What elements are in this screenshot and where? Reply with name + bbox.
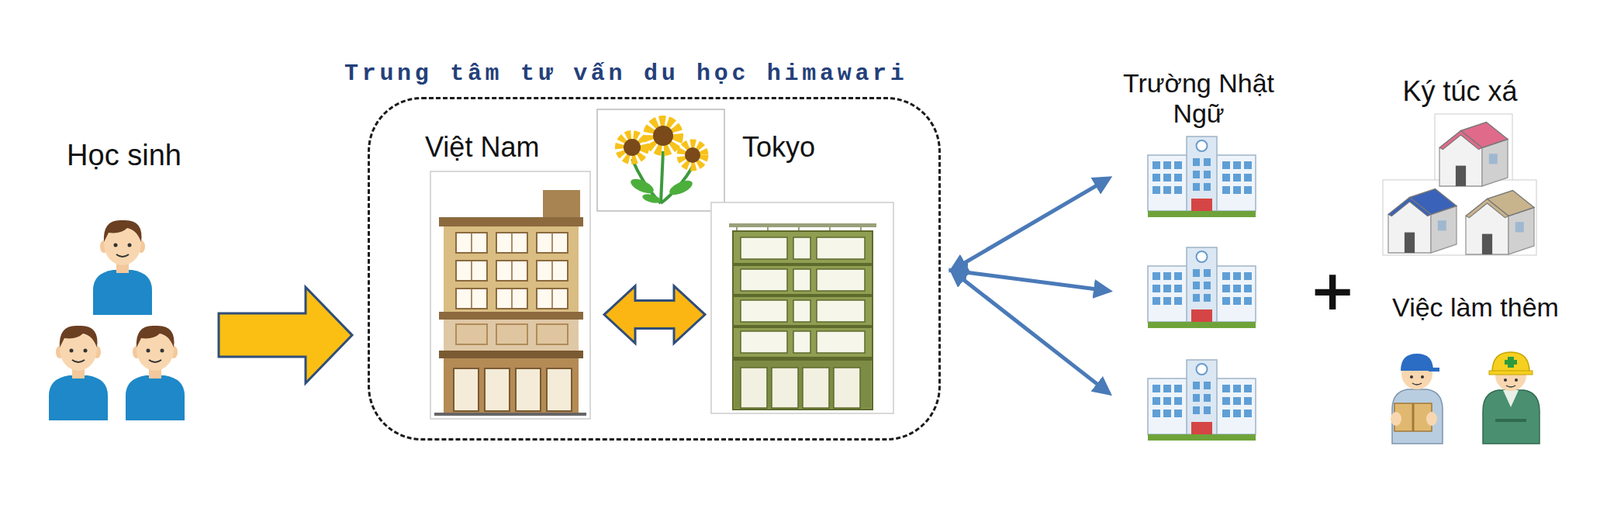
node-label: Tokyo [742,131,816,163]
sunflower-logo [597,109,725,211]
office-vietnam: Việt Nam [425,126,600,426]
node-label: Học sinh [66,138,182,173]
office-tokyo: Tokyo [709,126,900,422]
school-icons [1147,136,1256,441]
student-icons [48,220,185,421]
student-group: Học sinh [46,135,202,423]
school-group: Trường Nhật Ngữ [1110,68,1287,448]
tokyo-building [711,202,894,414]
dormitory-group: Ký túc xá [1376,73,1544,260]
dormitory-icons [1382,114,1537,256]
worker-icons [1390,352,1540,444]
node-label: Trường Nhật Ngữ [1115,68,1283,129]
center-region: Trung tâm tư vấn du học himawariViệt Nam… [367,96,941,441]
node-label: Ký túc xá [1402,75,1518,108]
node-label: Việt Nam [425,131,540,163]
part-time-job-group: Việc làm thêm [1372,290,1579,450]
node-label: Việc làm thêm [1392,292,1559,323]
link-arrow [951,270,1110,394]
plus-sign: + [1309,262,1356,318]
exchange-arrow [604,286,705,344]
vietnam-building [430,171,591,419]
link-arrow [951,178,1110,271]
region-title: Trung tâm tư vấn du học himawari [344,60,909,88]
flow-arrow [218,286,353,384]
